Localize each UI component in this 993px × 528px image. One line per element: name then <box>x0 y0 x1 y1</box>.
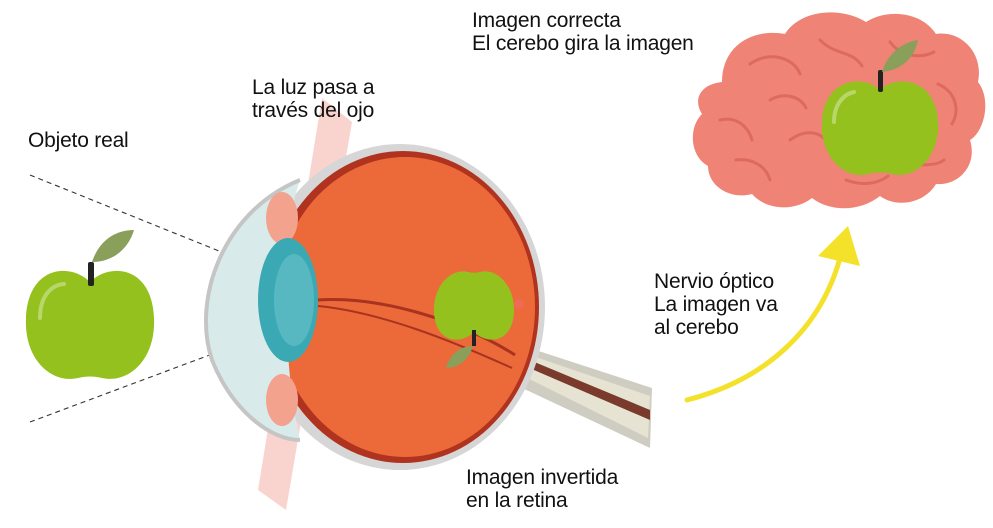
lens-highlight <box>274 254 314 346</box>
optic-nerve-tube <box>505 340 652 448</box>
optic-nerve-core <box>520 356 650 420</box>
eyeball <box>204 144 545 470</box>
real-apple <box>25 230 155 379</box>
label-inverted-image-line-1: Imagen invertida <box>466 466 619 489</box>
label-correct-image-line-2: El cerebo gira la imagen <box>472 32 694 55</box>
brain-apple-leaf <box>882 40 918 72</box>
inverted-apple-leaf <box>446 346 473 368</box>
label-optic-nerve: Nervio óptico La imagen va al cerebo <box>654 270 778 339</box>
label-optic-nerve-line-1: Nervio óptico <box>654 270 774 293</box>
inverted-apple-body <box>434 271 514 340</box>
brain-apple-highlight <box>832 90 856 124</box>
optic-disc <box>514 299 524 309</box>
real-apple-body <box>25 270 155 379</box>
label-correct-image-line-1: Imagen correcta <box>472 9 621 32</box>
cornea-edge <box>204 178 301 442</box>
brain-arrow-head <box>818 226 860 266</box>
retina-vessel-2 <box>317 305 513 369</box>
real-apple-leaf <box>92 230 134 262</box>
real-apple-highlight <box>38 282 66 320</box>
ciliary-body-top <box>266 192 298 244</box>
retina-vessel <box>317 298 516 357</box>
label-optic-nerve-line-2: La imagen va <box>654 293 778 316</box>
brain-arrow-curve <box>684 255 843 403</box>
brain <box>692 12 986 209</box>
label-correct-image: Imagen correcta El cerebo gira la imagen <box>472 9 694 55</box>
brain-apple <box>821 40 939 175</box>
label-light-pass: La luz pasa a través del ojo <box>252 76 375 122</box>
ciliary-body-bottom <box>266 374 298 426</box>
brain-apple-body <box>821 81 939 175</box>
brain-arrow <box>684 226 860 403</box>
label-real-object: Objeto real <box>28 129 129 152</box>
eye-interior <box>275 157 535 457</box>
label-optic-nerve-line-3: al cerebo <box>654 316 739 339</box>
inverted-apple-stem <box>472 330 476 346</box>
label-light-pass-line-2: través del ojo <box>252 99 375 122</box>
brain-folds <box>718 38 958 185</box>
label-light-pass-line-1: La luz pasa a <box>252 76 375 99</box>
real-apple-stem <box>88 262 94 286</box>
inverted-apple <box>434 271 514 368</box>
label-inverted-image-line-2: en la retina <box>466 489 568 512</box>
label-inverted-image: Imagen invertida en la retina <box>466 466 618 512</box>
brain-apple-stem <box>878 70 883 92</box>
